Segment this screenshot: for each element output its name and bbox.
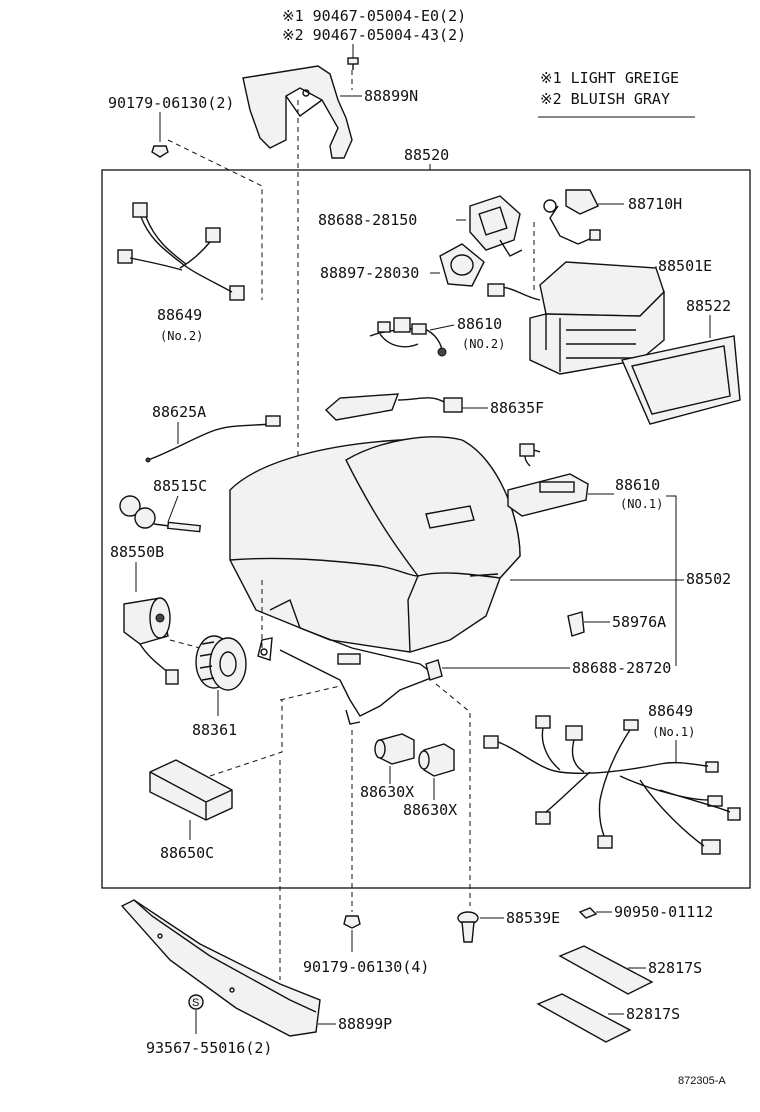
mounting-bracket [257,599,438,725]
label-90179-bottom: 90179-06130(4) [303,958,429,976]
garnish-88899P [120,899,321,1037]
housing-88502 [229,436,521,653]
grommet-88539E [457,911,479,943]
label-88635F: 88635F [490,399,544,417]
tape-82817S-b [536,993,632,1043]
wire-harness-88649-no2 [117,202,245,301]
label-88650C: 88650C [160,844,214,862]
sensor-88625A [145,415,281,463]
label-88610-no2: 88610 [457,315,502,333]
label-88520: 88520 [404,146,449,164]
clip-90950 [578,907,598,919]
tape-82817S-a [558,945,654,995]
label-88550B: 88550B [110,543,164,561]
diagram-code: 872305-A [678,1075,726,1087]
label-88625A: 88625A [152,403,206,421]
label-58976A: 58976A [612,613,666,631]
amplifier-88635F [324,393,463,421]
valve-88710H [543,189,601,245]
label-88610-no2-sub: (NO.2) [462,337,505,351]
motor-88550B [123,597,179,685]
fan-88361 [195,635,247,691]
legend-line-2: ※2 BLUISH GRAY [540,90,670,108]
label-88539E: 88539E [506,909,560,927]
wire-harness-88649-no1 [483,715,741,855]
label-88501E: 88501E [658,257,712,275]
sensor-88610-no2 [369,317,447,357]
bezel-88897-28030 [439,243,485,287]
label-88649-no1-sub: (No.1) [652,725,695,739]
label-88361: 88361 [192,721,237,739]
module-88650C [149,759,233,821]
bracket-88899N [242,65,353,159]
label-82817S-b: 82817S [626,1005,680,1023]
assembly-frame [101,169,751,889]
screw-label-1: ※1 90467-05004-E0(2) [282,7,466,25]
screw-label-2: ※2 90467-05004-43(2) [282,26,466,44]
label-88899P: 88899P [338,1015,392,1033]
screw-93567: S [188,994,204,1010]
label-90950-01112: 90950-01112 [614,903,713,921]
switch-88688-28150 [469,195,523,257]
top-screw [347,44,359,70]
label-88688-28150: 88688-28150 [318,211,417,229]
nut-bottom [343,915,361,929]
label-88515C: 88515C [153,477,207,495]
color-legend: ※1 LIGHT GREIGE ※2 BLUISH GRAY [538,69,695,118]
relay-88688-28720 [425,659,443,681]
label-88649-no2: 88649 [157,306,202,324]
label-93567-55016: 93567-55016(2) [146,1039,272,1057]
legend-line-1: ※1 LIGHT GREIGE [540,69,679,87]
label-82817S-a: 82817S [648,959,702,977]
label-88649-no2-sub: (No.2) [160,329,203,343]
label-88649-no1: 88649 [648,702,693,720]
clip-58976A [567,611,585,637]
servo-88515C [119,495,201,533]
label-88688-28720: 88688-28720 [572,659,671,677]
label-88630X-a: 88630X [360,783,414,801]
label-88610-no1: 88610 [615,476,660,494]
svg-text:S: S [192,997,199,1009]
label-88502: 88502 [686,570,731,588]
label-88710H: 88710H [628,195,682,213]
label-88610-no1-sub: (NO.1) [620,497,663,511]
resistor-88630X-b [418,743,455,777]
label-88897-28030: 88897-28030 [320,264,419,282]
nut-top [151,145,169,158]
label-88630X-b: 88630X [403,801,457,819]
label-90179-top: 90179-06130(2) [108,94,234,112]
label-88522: 88522 [686,297,731,315]
resistor-88630X-a [374,733,415,765]
filter-88522 [621,335,741,425]
evaporator-88501E [487,261,665,375]
sensor-88610-no1 [507,443,589,517]
label-88899N: 88899N [364,87,418,105]
